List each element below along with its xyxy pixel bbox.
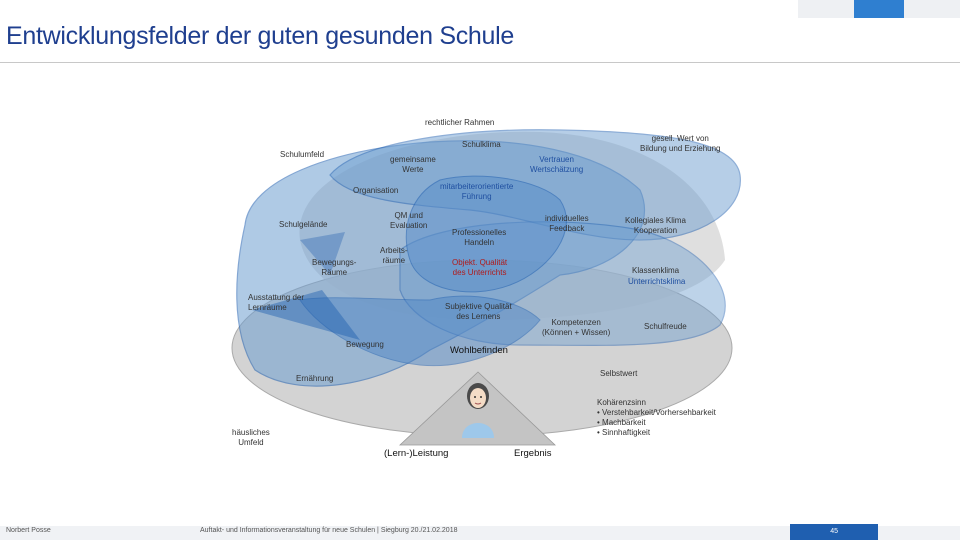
vertrauen-label: Vertrauen Wertschätzung — [530, 155, 583, 175]
bewegungsraeume-label: Bewegungs- Räume — [312, 258, 356, 278]
child-avatar-icon — [456, 378, 500, 438]
gesell-wert-label: gesell. Wert von Bildung und Erziehung — [640, 134, 721, 154]
ausstattung-label: Ausstattung der Lernräume — [248, 293, 304, 313]
schulumfeld-label: Schulumfeld — [280, 150, 324, 160]
objektive-qualitaet-label: Objekt. Qualität des Unterrichts — [452, 258, 507, 278]
unterrichtsklima-label: Unterrichtsklima — [628, 277, 685, 287]
organisation-label: Organisation — [353, 186, 398, 196]
mitarbeiter-label: mitarbeiterorientierte Führung — [440, 182, 513, 202]
professionelles-handeln-label: Professionelles Handeln — [452, 228, 506, 248]
klassenklima-label: Klassenklima — [632, 266, 679, 276]
kompetenzen-label: Kompetenzen (Können + Wissen) — [542, 318, 610, 338]
kohaerenzsinn-label: Kohärenzsinn • Verstehbarkeit/Vorhersehb… — [597, 398, 716, 438]
qm-label: QM und Evaluation — [390, 211, 427, 231]
rahmen-label: rechtlicher Rahmen — [425, 118, 494, 128]
lernleistung-label: (Lern-)Leistung — [384, 449, 448, 459]
selbstwert-label: Selbstwert — [600, 369, 637, 379]
subjektive-qualitaet-label: Subjektive Qualität des Lernens — [445, 302, 512, 322]
schulgelaende-label: Schulgelände — [279, 220, 327, 230]
individuelles-feedback-label: individuelles Feedback — [545, 214, 589, 234]
gemeinsame-werte-label: gemeinsame Werte — [390, 155, 436, 175]
kollegiales-klima-label: Kollegiales Klima Kooperation — [625, 216, 686, 236]
schulklima-label: Schulklima — [462, 140, 501, 150]
footer-event: Auftakt- und Informationsveranstaltung f… — [200, 527, 458, 534]
wohlbefinden-label: Wohlbefinden — [450, 346, 508, 356]
ergebnis-label: Ergebnis — [514, 449, 552, 459]
bewegung-label: Bewegung — [346, 340, 384, 350]
schulfreude-label: Schulfreude — [644, 322, 687, 332]
haeusliches-umfeld-label: häusliches Umfeld — [232, 428, 270, 448]
arbeitsraeume-label: Arbeits- räume — [380, 246, 408, 266]
page-number: 45 — [790, 524, 878, 540]
footer-author: Norbert Posse — [6, 527, 51, 534]
ernaehrung-label: Ernährung — [296, 374, 333, 384]
